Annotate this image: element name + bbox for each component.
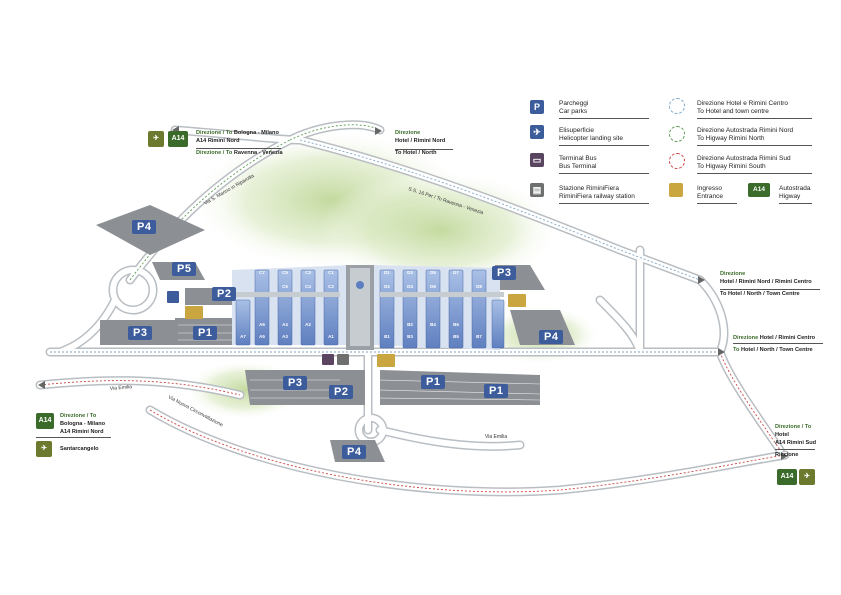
svg-text:A3: A3 xyxy=(282,334,288,339)
svg-text:A2: A2 xyxy=(305,322,311,327)
parking-badge-p3-right[interactable]: P3 xyxy=(492,266,517,280)
svg-text:C2: C2 xyxy=(328,284,334,289)
parking-badge-p1-bottom-mid[interactable]: P1 xyxy=(421,375,446,389)
station-icon[interactable] xyxy=(337,354,349,365)
parking-badge-p4-top[interactable]: P4 xyxy=(132,220,157,234)
svg-text:D1: D1 xyxy=(384,270,390,275)
direction-right-middle: Direzione Hotel / Rimini Centro To Hotel… xyxy=(733,335,816,353)
svg-text:Via Emilia: Via Emilia xyxy=(485,434,507,440)
parking-badge-p4-right[interactable]: P4 xyxy=(539,330,564,344)
svg-text:B7: B7 xyxy=(476,334,482,339)
entrance-icon[interactable] xyxy=(185,306,203,319)
parking-badge-p1-bottom-right[interactable]: P1 xyxy=(484,384,509,398)
entrance-legend-icon xyxy=(669,183,683,197)
direction-right-upper: Direzione Hotel / Rimini Nord / Rimini C… xyxy=(720,271,812,297)
highway-badge: A14 xyxy=(36,413,54,429)
legend-bus-label: Terminal Bus xyxy=(559,155,597,162)
svg-text:B3: B3 xyxy=(407,334,413,339)
parking-legend-icon: P xyxy=(530,100,544,114)
parking-badge-p2-bottom[interactable]: P2 xyxy=(329,385,354,399)
svg-text:C1: C1 xyxy=(328,270,334,275)
bus-legend-icon: ▭ xyxy=(530,153,544,167)
svg-text:D2: D2 xyxy=(384,284,390,289)
route-north xyxy=(129,124,381,281)
legend-dir-south-label: Direzione Autostrada Rimini Sud xyxy=(697,155,791,162)
legend-dir-centre-label: Direzione Hotel e Rimini Centro xyxy=(697,100,789,107)
svg-text:B2: B2 xyxy=(407,322,413,327)
svg-text:C4: C4 xyxy=(305,284,311,289)
legend-highway-label: Autostrada xyxy=(779,185,811,192)
svg-text:A4: A4 xyxy=(282,322,288,327)
route-centre-legend-icon xyxy=(669,98,685,114)
expo-halls xyxy=(232,265,505,350)
legend-entrance-label: Ingresso xyxy=(697,185,722,192)
route-south xyxy=(39,351,786,493)
legend-dir-north-sub: To Higway Rimini North xyxy=(697,135,765,142)
airport-icon: ✈ xyxy=(799,469,815,485)
svg-text:D5: D5 xyxy=(430,270,436,275)
svg-text:A6: A6 xyxy=(259,322,265,327)
svg-text:B6: B6 xyxy=(453,322,459,327)
parking-badge-p3-left[interactable]: P3 xyxy=(128,326,153,340)
direction-bottom-right: Direzione / To Hotel A14 Rimini Sud Ricc… xyxy=(775,424,817,458)
legend-dir-centre-sub: To Hotel and town centre xyxy=(697,108,769,115)
svg-text:A5: A5 xyxy=(259,334,265,339)
parking-badge-p5[interactable]: P5 xyxy=(172,262,197,276)
legend-highway-sub: Higway xyxy=(779,193,801,200)
direction-bottom-left: Direzione / To Bologna - Milano A14 Rimi… xyxy=(60,413,106,435)
legend-parking-sub: Car parks xyxy=(559,108,588,115)
route-north-legend-icon xyxy=(669,126,685,142)
legend-helipad-sub: Helicopter landing site xyxy=(559,135,623,142)
direction-top-left: Direzione / To Bologna - Milano A14 Rimi… xyxy=(196,130,283,156)
svg-text:D3: D3 xyxy=(407,270,413,275)
airport-icon: ✈ xyxy=(148,131,164,147)
legend-station-label: Stazione RiminiFiera xyxy=(559,185,619,192)
parking-badge-p1-left[interactable]: P1 xyxy=(193,326,218,340)
parking-badge-p3-bottom[interactable]: P3 xyxy=(283,376,308,390)
highway-legend-icon: A14 xyxy=(748,183,770,197)
legend-helipad-label: Elisuperficie xyxy=(559,127,595,134)
legend-station-sub: RiminiFiera railway station xyxy=(559,193,635,200)
svg-text:C6: C6 xyxy=(282,284,288,289)
svg-text:Via Emilia: Via Emilia xyxy=(110,384,133,392)
svg-text:B5: B5 xyxy=(453,334,459,339)
svg-text:C7: C7 xyxy=(259,270,265,275)
hall-labels: C7 C5 C3 C1 C6 C4 C2 A6 A4 A2 A7 A5 A3 A… xyxy=(240,270,482,339)
direction-arrows xyxy=(38,126,788,460)
svg-text:D6: D6 xyxy=(430,284,436,289)
legend-parking-label: Parcheggi xyxy=(559,100,589,107)
bus-terminal-icon[interactable] xyxy=(322,354,334,365)
parking-badge-p2-left[interactable]: P2 xyxy=(212,287,237,301)
legend-bus-sub: Bus Terminal xyxy=(559,163,597,170)
helipad-legend-icon: ✈ xyxy=(530,125,544,139)
direction-top-center: Direzione Hotel / Rimini Nord To Hotel /… xyxy=(395,130,446,156)
svg-text:D7: D7 xyxy=(453,270,459,275)
svg-text:D4: D4 xyxy=(407,284,413,289)
route-south-legend-icon xyxy=(669,153,685,169)
entrance-icon[interactable] xyxy=(377,354,395,367)
svg-text:B1: B1 xyxy=(384,334,390,339)
svg-text:C3: C3 xyxy=(305,270,311,275)
legend-dir-north-label: Direzione Autostrada Rimini Nord xyxy=(697,127,794,134)
airport-icon: ✈ xyxy=(36,441,52,457)
legend-entrance-sub: Entrance xyxy=(697,193,724,200)
svg-text:A7: A7 xyxy=(240,334,246,339)
svg-text:B4: B4 xyxy=(430,322,436,327)
legend-dir-south-sub: To Higway Rimini South xyxy=(697,163,766,170)
highway-badge: A14 xyxy=(777,469,797,485)
svg-text:D8: D8 xyxy=(476,284,482,289)
helipad-icon[interactable] xyxy=(167,291,179,303)
entrance-icon[interactable] xyxy=(508,294,526,307)
station-legend-icon: ▤ xyxy=(530,183,544,197)
svg-text:C5: C5 xyxy=(282,270,288,275)
svg-text:A1: A1 xyxy=(328,334,334,339)
direction-bottom-left-extra: Santarcangelo xyxy=(60,446,99,452)
highway-badge: A14 xyxy=(168,131,188,147)
parking-badge-p4-bottom[interactable]: P4 xyxy=(342,445,367,459)
